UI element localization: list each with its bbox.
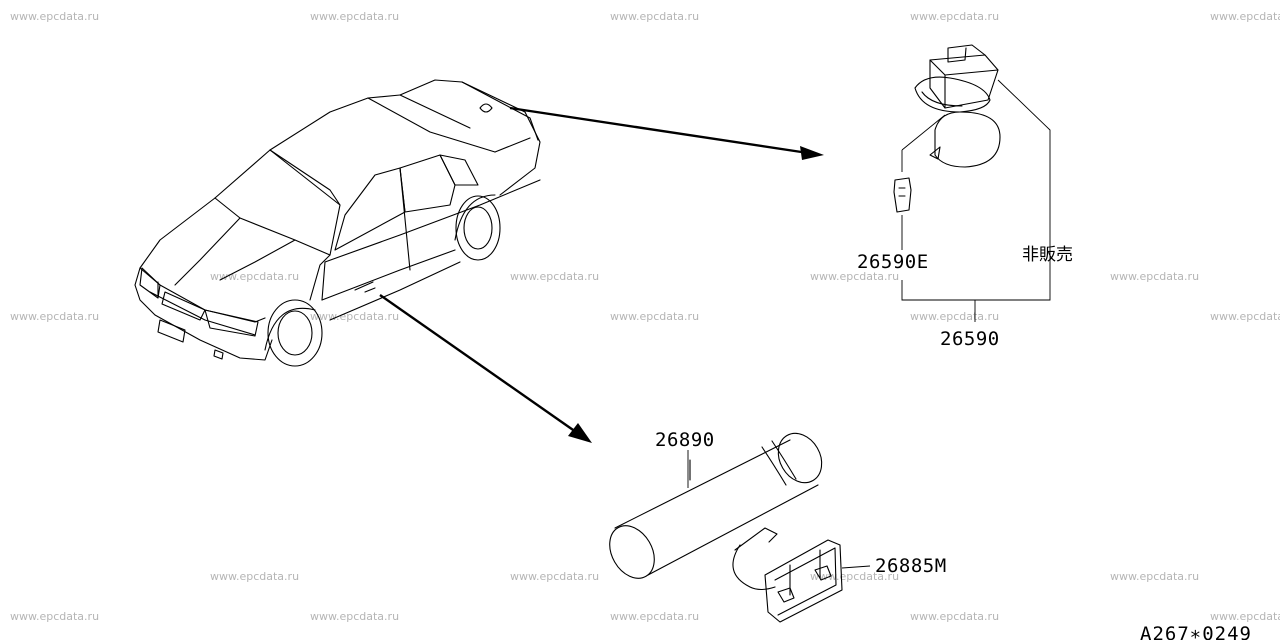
map-lamp-icon [893, 44, 1001, 213]
leader-lines-lamp [901, 79, 1051, 322]
watermark-text: www.epcdata.ru [910, 610, 999, 623]
watermark-text: www.epcdata.ru [1210, 10, 1280, 23]
pointer-arrows [379, 106, 824, 443]
watermark-text: www.epcdata.ru [10, 10, 99, 23]
watermark-text: www.epcdata.ru [310, 610, 399, 623]
watermark-grid: www.epcdata.ru www.epcdata.ru www.epcdata.… [10, 10, 1280, 623]
watermark-text: www.epcdata.ru [910, 10, 999, 23]
watermark-text: www.epcdata.ru [210, 570, 299, 583]
leader-lines-lens [687, 450, 871, 569]
watermark-text: www.epcdata.ru [610, 310, 699, 323]
watermark-text: www.epcdata.ru [10, 310, 99, 323]
watermark-text: www.epcdata.ru [910, 310, 999, 323]
watermark-text: www.epcdata.ru [510, 270, 599, 283]
watermark-text: www.epcdata.ru [210, 270, 299, 283]
diagram-reference-code: A267∗0249 [1140, 623, 1252, 640]
part-label-lamp-assembly: 26590 [940, 328, 1000, 350]
watermark-text: www.epcdata.ru [310, 310, 399, 323]
watermark-text: www.epcdata.ru [610, 10, 699, 23]
lamp-bracket-icon [732, 527, 843, 623]
watermark-text: www.epcdata.ru [1210, 610, 1280, 623]
watermark-text: www.epcdata.ru [810, 270, 899, 283]
watermark-text: www.epcdata.ru [810, 570, 899, 583]
not-sold-label: 非販売 [1022, 245, 1073, 265]
part-label-bulb: 26590E [857, 251, 929, 273]
watermark-text: www.epcdata.ru [1110, 570, 1199, 583]
part-label-bracket: 26885M [875, 555, 947, 577]
sedan-car-icon [134, 79, 541, 367]
watermark-text: www.epcdata.ru [1110, 270, 1199, 283]
watermark-text: www.epcdata.ru [1210, 310, 1280, 323]
watermark-text: www.epcdata.ru [510, 570, 599, 583]
lamp-lens-icon [609, 432, 823, 579]
part-label-lens: 26890 [655, 429, 715, 451]
watermark-text: www.epcdata.ru [310, 10, 399, 23]
watermark-text: www.epcdata.ru [10, 610, 99, 623]
watermark-text: www.epcdata.ru [610, 610, 699, 623]
